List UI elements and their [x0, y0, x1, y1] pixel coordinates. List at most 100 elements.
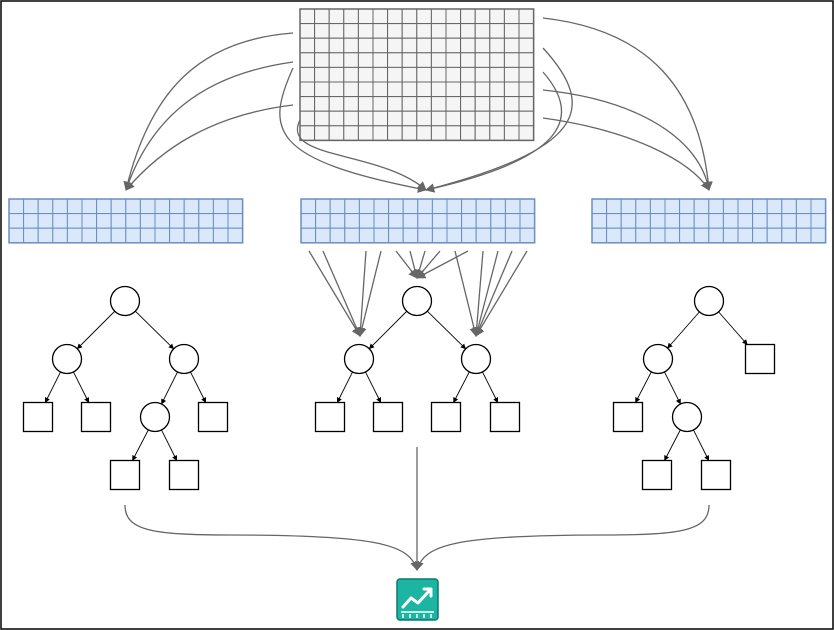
table-cell: [227, 198, 244, 215]
table-cell: [23, 198, 39, 215]
table-cell: [110, 227, 127, 244]
table-cell: [416, 110, 432, 127]
table-cell: [388, 227, 404, 244]
table-cell: [460, 125, 476, 141]
table-cell: [591, 198, 608, 215]
table-cell: [314, 37, 330, 54]
table-cell: [343, 110, 359, 127]
table-cell: [489, 23, 505, 39]
table-cell: [518, 81, 535, 98]
table-cell: [474, 96, 491, 112]
table-cell: [343, 125, 359, 141]
aggregate-arrow-left: [124, 504, 420, 571]
table-cell: [737, 198, 754, 215]
tree-leaf: [641, 459, 673, 491]
table-cell: [328, 52, 345, 68]
table-cell: [722, 227, 739, 244]
table-cell: [329, 227, 346, 244]
table-cell: [810, 213, 827, 229]
table-cell: [169, 213, 185, 229]
table-cell: [198, 198, 214, 215]
table-cell: [139, 227, 156, 244]
table-cell: [52, 227, 68, 244]
table-cell: [183, 213, 200, 229]
table-cell: [372, 125, 389, 141]
table-cell: [503, 23, 520, 39]
table-cell: [344, 198, 360, 215]
arrow-to-sample-1: [123, 32, 294, 191]
table-cell: [781, 198, 797, 215]
table-cell: [314, 96, 330, 112]
arrow-to-sample-1: [125, 104, 294, 191]
table-cell: [329, 198, 346, 215]
table-cell: [445, 23, 462, 39]
table-cell: [722, 213, 739, 229]
table-cell: [343, 66, 359, 83]
table-cell: [664, 198, 681, 215]
table-cell: [431, 213, 448, 229]
table-cell: [23, 227, 39, 244]
table-cell: [445, 66, 462, 83]
table-cell: [401, 66, 418, 83]
feature-arrow: [308, 250, 361, 337]
table-cell: [314, 66, 330, 83]
table-cell: [460, 8, 476, 25]
table-cell: [649, 213, 666, 229]
feature-arrow: [416, 250, 469, 279]
table-cell: [752, 227, 768, 244]
table-border: [300, 198, 536, 244]
table-cell: [489, 37, 505, 54]
tree-edge: [76, 310, 116, 350]
table-cell: [357, 52, 374, 68]
table-cell: [766, 198, 783, 215]
table-cell: [402, 227, 419, 244]
table-cell: [591, 213, 608, 229]
table-cell: [416, 125, 432, 141]
table-cell: [795, 198, 812, 215]
table-cell: [519, 227, 536, 244]
table-cell: [343, 8, 359, 25]
tree-leaf: [80, 401, 112, 433]
tree-edge: [73, 371, 90, 403]
table-cell: [299, 66, 316, 83]
table-cell: [372, 52, 389, 68]
table-cell: [503, 125, 520, 141]
table-cell: [328, 23, 345, 39]
table-cell: [708, 198, 724, 215]
table-cell: [518, 52, 535, 68]
table-cell: [8, 213, 25, 229]
table-cell: [606, 213, 622, 229]
table-cell: [489, 8, 505, 25]
table-cell: [519, 213, 536, 229]
table-cell: [401, 96, 418, 112]
table-cell: [445, 125, 462, 141]
table-cell: [328, 37, 345, 54]
table-cell: [81, 227, 98, 244]
tree-leaf: [700, 459, 732, 491]
table-cell: [154, 198, 171, 215]
table-cell: [430, 52, 447, 68]
tree-leaf: [612, 401, 644, 433]
table-cell: [503, 110, 520, 127]
table-cell: [387, 66, 403, 83]
table-cell: [474, 8, 491, 25]
tree-leaf: [744, 343, 776, 375]
arrow-to-sample-2: [296, 119, 427, 191]
table-cell: [139, 198, 156, 215]
table-cell: [416, 23, 432, 39]
table-cell: [795, 227, 812, 244]
table-cell: [679, 227, 695, 244]
tree-leaf: [372, 401, 404, 433]
table-cell: [372, 37, 389, 54]
table-cell: [401, 110, 418, 127]
table-cell: [314, 125, 330, 141]
tree-edge: [161, 371, 178, 405]
table-cell: [315, 198, 331, 215]
table-cell: [198, 213, 214, 229]
table-cell: [387, 52, 403, 68]
table-cell: [66, 198, 83, 215]
table-cell: [372, 96, 389, 112]
table-cell: [96, 198, 112, 215]
table-cell: [212, 213, 229, 229]
table-cell: [299, 23, 316, 39]
